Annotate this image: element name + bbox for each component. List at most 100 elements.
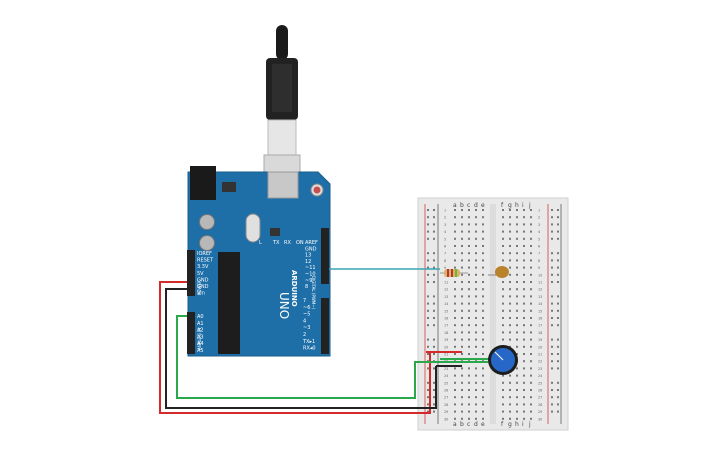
breadboard-hole[interactable] bbox=[530, 338, 532, 341]
breadboard-hole[interactable] bbox=[509, 237, 511, 240]
rail-hole[interactable] bbox=[427, 403, 429, 406]
breadboard-hole[interactable] bbox=[475, 367, 477, 370]
breadboard-hole[interactable] bbox=[482, 381, 484, 384]
breadboard-hole[interactable] bbox=[509, 389, 511, 391]
rail-hole[interactable] bbox=[551, 230, 553, 233]
rail-hole[interactable] bbox=[427, 367, 429, 370]
breadboard-hole[interactable] bbox=[509, 417, 511, 420]
rail-hole[interactable] bbox=[433, 389, 435, 391]
wire-gnd-black[interactable] bbox=[165, 288, 437, 409]
rail-hole[interactable] bbox=[427, 273, 429, 276]
breadboard-hole[interactable] bbox=[502, 302, 504, 305]
breadboard-hole[interactable] bbox=[530, 317, 532, 319]
breadboard-hole[interactable] bbox=[523, 417, 525, 420]
rail-hole[interactable] bbox=[551, 309, 553, 312]
breadboard-hole[interactable] bbox=[523, 396, 525, 399]
breadboard-hole[interactable] bbox=[454, 216, 456, 219]
rail-hole[interactable] bbox=[427, 295, 429, 298]
breadboard-hole[interactable] bbox=[509, 209, 511, 211]
breadboard-hole[interactable] bbox=[509, 252, 511, 255]
rail-hole[interactable] bbox=[551, 360, 553, 363]
breadboard-hole[interactable] bbox=[530, 367, 532, 370]
breadboard-hole[interactable] bbox=[454, 252, 456, 255]
breadboard-hole[interactable] bbox=[516, 209, 518, 211]
wire-a0-green[interactable] bbox=[176, 315, 488, 399]
breadboard-hole[interactable] bbox=[502, 410, 504, 413]
breadboard-hole[interactable] bbox=[461, 317, 463, 319]
breadboard-hole[interactable] bbox=[509, 396, 511, 399]
breadboard-hole[interactable] bbox=[454, 417, 456, 420]
rail-hole[interactable] bbox=[557, 353, 559, 355]
breadboard-hole[interactable] bbox=[516, 302, 518, 305]
breadboard-hole[interactable] bbox=[502, 288, 504, 291]
breadboard-hole[interactable] bbox=[468, 396, 470, 399]
rail-hole[interactable] bbox=[427, 209, 429, 211]
breadboard-hole[interactable] bbox=[502, 381, 504, 384]
breadboard-hole[interactable] bbox=[516, 396, 518, 399]
breadboard-hole[interactable] bbox=[454, 410, 456, 413]
breadboard-hole[interactable] bbox=[516, 223, 518, 226]
rail-hole[interactable] bbox=[557, 367, 559, 370]
breadboard-hole[interactable] bbox=[523, 410, 525, 413]
breadboard-hole[interactable] bbox=[530, 302, 532, 305]
breadboard-hole[interactable] bbox=[516, 324, 518, 327]
rail-hole[interactable] bbox=[427, 281, 429, 283]
breadboard-hole[interactable] bbox=[509, 216, 511, 219]
breadboard-hole[interactable] bbox=[516, 374, 518, 377]
breadboard-hole[interactable] bbox=[502, 245, 504, 247]
breadboard-hole[interactable] bbox=[530, 360, 532, 363]
rail-hole[interactable] bbox=[433, 309, 435, 312]
breadboard-hole[interactable] bbox=[530, 245, 532, 247]
breadboard-hole[interactable] bbox=[482, 396, 484, 399]
rail-hole[interactable] bbox=[557, 209, 559, 211]
breadboard-hole[interactable] bbox=[523, 288, 525, 291]
breadboard-hole[interactable] bbox=[475, 331, 477, 334]
rail-hole[interactable] bbox=[551, 237, 553, 240]
breadboard-hole[interactable] bbox=[509, 281, 511, 283]
breadboard-hole[interactable] bbox=[468, 281, 470, 283]
breadboard-hole[interactable] bbox=[530, 266, 532, 269]
breadboard-hole[interactable] bbox=[461, 266, 463, 269]
breadboard-hole[interactable] bbox=[502, 216, 504, 219]
rail-hole[interactable] bbox=[551, 317, 553, 319]
breadboard-hole[interactable] bbox=[461, 410, 463, 413]
breadboard-hole[interactable] bbox=[454, 209, 456, 211]
breadboard-hole[interactable] bbox=[516, 266, 518, 269]
breadboard-hole[interactable] bbox=[509, 295, 511, 298]
rail-hole[interactable] bbox=[557, 295, 559, 298]
breadboard-hole[interactable] bbox=[468, 245, 470, 247]
breadboard-hole[interactable] bbox=[502, 417, 504, 420]
breadboard-hole[interactable] bbox=[468, 266, 470, 269]
rail-hole[interactable] bbox=[427, 266, 429, 269]
rail-hole[interactable] bbox=[551, 345, 553, 348]
breadboard-hole[interactable] bbox=[530, 273, 532, 276]
breadboard-hole[interactable] bbox=[516, 230, 518, 233]
breadboard-hole[interactable] bbox=[516, 367, 518, 370]
breadboard-hole[interactable] bbox=[482, 216, 484, 219]
breadboard-hole[interactable] bbox=[502, 403, 504, 406]
breadboard-hole[interactable] bbox=[461, 324, 463, 327]
breadboard-hole[interactable] bbox=[475, 216, 477, 219]
rail-hole[interactable] bbox=[551, 266, 553, 269]
breadboard-hole[interactable] bbox=[454, 309, 456, 312]
breadboard-hole[interactable] bbox=[454, 266, 456, 269]
breadboard-hole[interactable] bbox=[461, 237, 463, 240]
usb-cable[interactable] bbox=[263, 25, 301, 196]
breadboard-hole[interactable] bbox=[502, 331, 504, 334]
rail-hole[interactable] bbox=[557, 403, 559, 406]
rail-hole[interactable] bbox=[427, 353, 429, 355]
breadboard-hole[interactable] bbox=[482, 302, 484, 305]
rail-hole[interactable] bbox=[433, 266, 435, 269]
breadboard-hole[interactable] bbox=[454, 367, 456, 370]
breadboard-hole[interactable] bbox=[509, 273, 511, 276]
breadboard-hole[interactable] bbox=[454, 345, 456, 348]
breadboard-hole[interactable] bbox=[530, 281, 532, 283]
breadboard-hole[interactable] bbox=[523, 259, 525, 262]
breadboard-hole[interactable] bbox=[468, 259, 470, 262]
breadboard-hole[interactable] bbox=[516, 381, 518, 384]
breadboard-hole[interactable] bbox=[509, 324, 511, 327]
breadboard-hole[interactable] bbox=[454, 331, 456, 334]
breadboard-hole[interactable] bbox=[516, 237, 518, 240]
breadboard-hole[interactable] bbox=[475, 381, 477, 384]
breadboard-hole[interactable] bbox=[509, 230, 511, 233]
